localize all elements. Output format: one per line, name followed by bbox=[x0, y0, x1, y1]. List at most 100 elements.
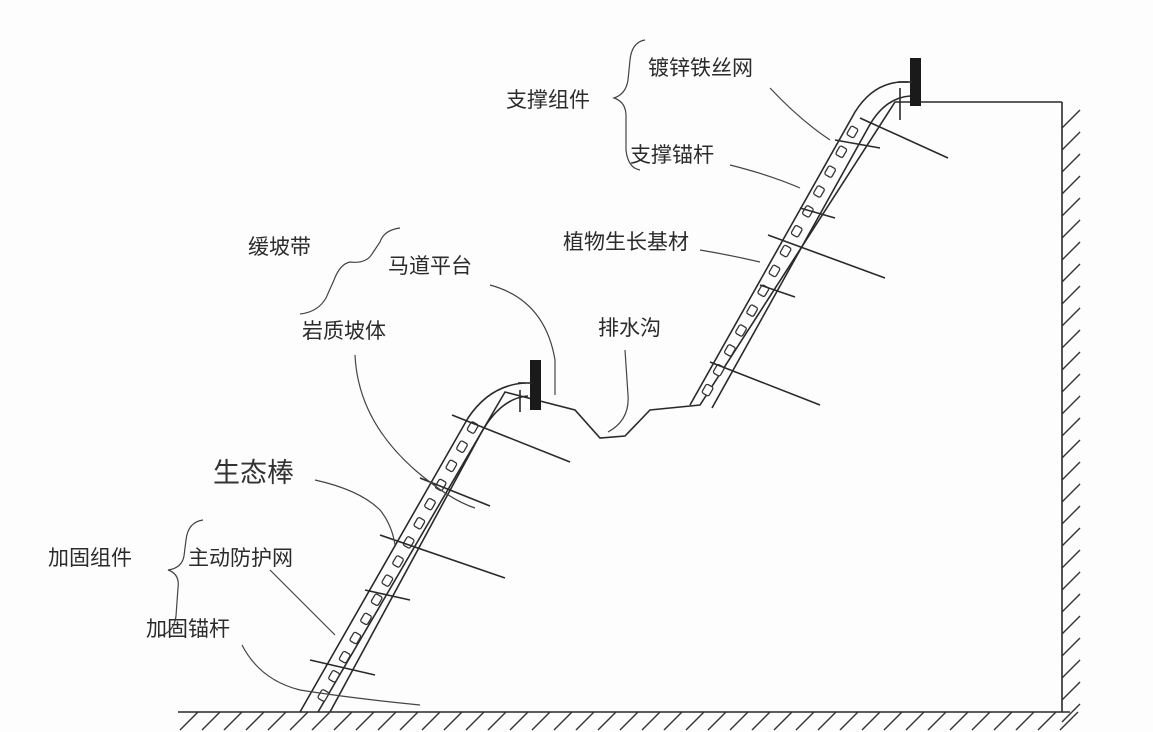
label-support-assembly: 支撑组件 bbox=[506, 88, 590, 112]
upper-anchor-6 bbox=[709, 361, 821, 406]
hatch-line bbox=[1061, 373, 1081, 393]
lower-anchor-1 bbox=[451, 414, 571, 463]
label-plant-growth-substrate: 植物生长基材 bbox=[563, 230, 689, 254]
eco-rod-segment bbox=[835, 145, 848, 159]
upper-post bbox=[910, 58, 921, 106]
eco-rod-segment bbox=[813, 185, 825, 198]
hatch-line bbox=[883, 711, 903, 731]
leader-berm bbox=[489, 284, 556, 395]
leader-rock-slope bbox=[354, 354, 476, 509]
upper-slope-protection bbox=[689, 58, 949, 409]
hatch-line bbox=[1061, 109, 1081, 129]
eco-rod-segment bbox=[768, 264, 781, 278]
lower-slope-protection bbox=[299, 360, 571, 713]
brace-reinforcement-assembly bbox=[159, 519, 204, 637]
hatch-line bbox=[1061, 505, 1081, 525]
eco-rod-segment bbox=[392, 555, 404, 568]
hatch-line bbox=[1061, 681, 1081, 701]
hatch-line bbox=[1061, 659, 1081, 679]
hatch-line bbox=[509, 711, 529, 731]
upper-mesh-outer bbox=[689, 81, 909, 406]
label-reinforcement-anchor: 加固锚杆 bbox=[146, 617, 230, 641]
label-support-anchor: 支撑锚杆 bbox=[630, 143, 714, 167]
hatch-line bbox=[531, 711, 551, 731]
hatch-line bbox=[949, 711, 969, 731]
hatch-line bbox=[641, 711, 661, 731]
upper-mesh-inner bbox=[711, 95, 911, 409]
hatch-line bbox=[1061, 395, 1081, 415]
slope-profile bbox=[317, 101, 1062, 713]
eco-rod-segment bbox=[701, 383, 714, 397]
hatch-line bbox=[773, 711, 793, 731]
hatch-line bbox=[1061, 417, 1081, 437]
lower-anchor-2 bbox=[419, 477, 491, 507]
hatch-line bbox=[619, 711, 639, 731]
hatch-line bbox=[1059, 711, 1079, 731]
eco-rod-segment bbox=[790, 224, 803, 238]
label-gentle-slope-belt: 缓坡带 bbox=[248, 235, 311, 259]
eco-rod-segment bbox=[424, 497, 436, 511]
brace-gentle-slope bbox=[299, 227, 401, 315]
lower-eco-rods bbox=[317, 421, 479, 702]
hatch-line bbox=[1061, 241, 1081, 261]
upper-anchor-2 bbox=[834, 139, 881, 149]
brace-support-assembly bbox=[612, 39, 646, 171]
lower-mesh-outer bbox=[299, 382, 526, 713]
hatch-line bbox=[1061, 307, 1081, 327]
eco-rod-segment bbox=[413, 516, 426, 530]
hatch-line bbox=[1061, 549, 1081, 569]
hatch-line bbox=[1061, 263, 1081, 283]
wall-hatching bbox=[1061, 109, 1081, 723]
lower-anchor-5 bbox=[309, 659, 376, 676]
eco-rod-segment bbox=[370, 593, 383, 607]
hatch-line bbox=[333, 711, 353, 731]
hatch-line bbox=[971, 711, 991, 731]
lower-post bbox=[530, 360, 541, 410]
hatch-line bbox=[993, 711, 1013, 731]
lower-anchor-3 bbox=[379, 534, 506, 579]
eco-rod-segment bbox=[338, 650, 351, 664]
leader-support-anchor bbox=[729, 164, 801, 189]
hatch-line bbox=[1037, 711, 1057, 731]
hatch-line bbox=[839, 711, 859, 731]
label-drainage-ditch: 排水沟 bbox=[598, 316, 661, 340]
hatch-line bbox=[201, 711, 221, 731]
hatch-line bbox=[1061, 483, 1081, 503]
eco-rod-segment bbox=[349, 631, 362, 645]
hatch-line bbox=[1015, 711, 1035, 731]
upper-anchor-4 bbox=[767, 234, 886, 279]
hatch-line bbox=[751, 711, 771, 731]
hatch-line bbox=[1061, 461, 1081, 481]
hatch-line bbox=[465, 711, 485, 731]
eco-rod-segment bbox=[445, 459, 458, 473]
hatch-line bbox=[795, 711, 815, 731]
hatch-line bbox=[399, 711, 419, 731]
label-galvanized-wire-mesh: 镀锌铁丝网 bbox=[648, 56, 753, 80]
hatch-line bbox=[729, 711, 749, 731]
leader-eco-rod bbox=[314, 479, 396, 546]
right-boundary bbox=[1061, 102, 1081, 723]
eco-rod-segment bbox=[360, 612, 372, 626]
hatch-line bbox=[1061, 571, 1081, 591]
label-berm-platform: 马道平台 bbox=[388, 254, 472, 278]
lower-mesh-inner bbox=[329, 395, 529, 713]
hatch-line bbox=[267, 711, 287, 731]
hatch-line bbox=[1061, 329, 1081, 349]
hatch-line bbox=[1061, 153, 1081, 173]
eco-rod-segment bbox=[846, 125, 859, 139]
hatch-line bbox=[311, 711, 331, 731]
upper-eco-rods bbox=[701, 125, 859, 397]
leader-reinforce-anchor bbox=[241, 644, 421, 706]
hatch-line bbox=[421, 711, 441, 731]
eco-rod-segment bbox=[723, 344, 736, 357]
hatch-line bbox=[817, 711, 837, 731]
upper-anchor-1 bbox=[859, 117, 949, 159]
eco-rod-segment bbox=[328, 670, 340, 683]
hatch-line bbox=[1061, 219, 1081, 239]
ground bbox=[178, 711, 1079, 731]
eco-rod-segment bbox=[317, 689, 330, 702]
leader-substrate bbox=[699, 249, 761, 263]
hatch-line bbox=[1061, 439, 1081, 459]
